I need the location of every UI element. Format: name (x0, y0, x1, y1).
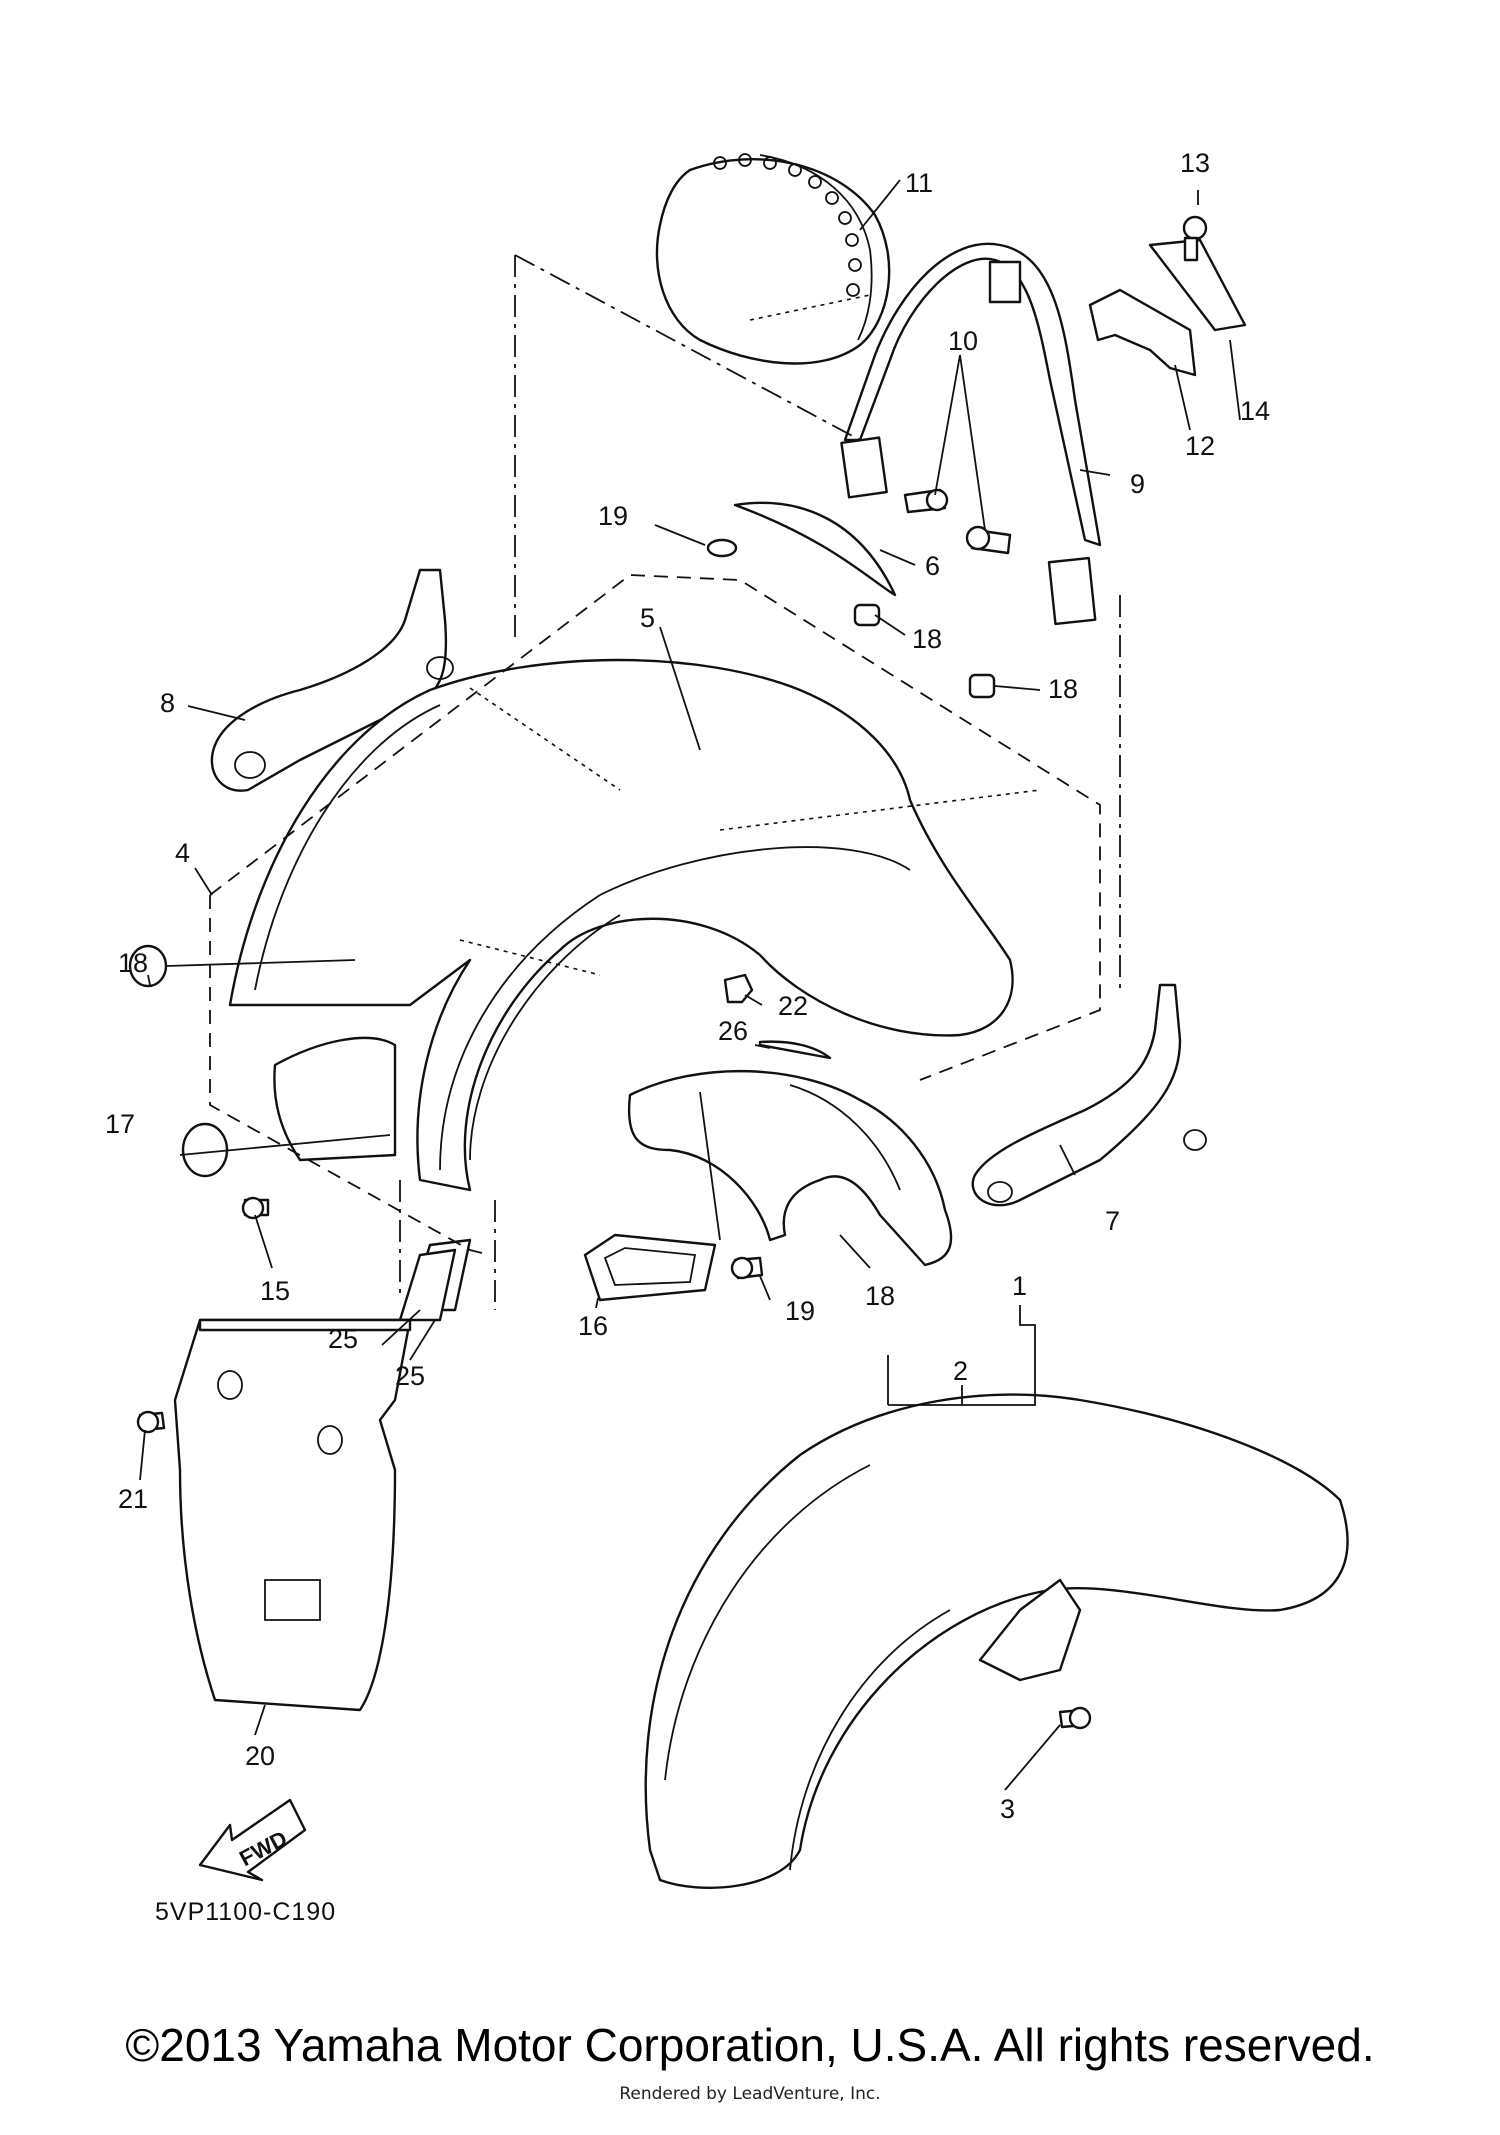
callout-4: 4 (175, 838, 190, 868)
callout-24: 22 (778, 991, 808, 1021)
callout-18c: 18 (118, 948, 148, 978)
callout-1: 1 (1012, 1271, 1027, 1301)
callout-23: 21 (118, 1484, 148, 1514)
stickers-25 (398, 1238, 472, 1322)
callout-19: 19 (598, 501, 628, 531)
backrest-bar (840, 242, 1102, 626)
leader-lines (139, 179, 1241, 1791)
callout-7: 7 (1105, 1206, 1120, 1236)
bracket-assembly (1088, 215, 1247, 377)
callout-11: 11 (905, 168, 933, 198)
callout-12: 12 (1185, 431, 1215, 461)
callout-13: 13 (1180, 148, 1210, 178)
grommet-17 (181, 1122, 229, 1178)
grommets-18 (128, 603, 996, 988)
callout-20: 18 (865, 1281, 895, 1311)
callout-17: 17 (105, 1109, 135, 1139)
washer-19 (706, 538, 738, 558)
callout-15: 15 (260, 1276, 290, 1306)
callout-9: 9 (1130, 469, 1145, 499)
callout-8: 8 (160, 688, 175, 718)
callout-25b: 25 (395, 1361, 425, 1391)
rear-fender (228, 658, 1014, 1192)
callout-5: 5 (640, 603, 655, 633)
callout-22: 20 (245, 1741, 275, 1771)
side-rail-left (210, 568, 448, 792)
rendered-by-credit: Rendered by LeadVenture, Inc. (619, 2084, 881, 2104)
side-cover (173, 1318, 412, 1712)
callout-2: 2 (953, 1356, 968, 1386)
fender-emblem (733, 501, 897, 597)
callouts: 11 13 14 12 9 10 6 19 5 18 18 8 4 18 17 … (105, 148, 1270, 1824)
callout-26: 26 (718, 1016, 748, 1046)
assembly-outlines (209, 254, 1121, 1310)
callout-18a: 18 (912, 624, 942, 654)
clip-24 (723, 973, 754, 1004)
callout-6: 6 (925, 551, 940, 581)
callout-10: 10 (948, 326, 978, 356)
reflector (583, 1233, 717, 1302)
bolts-10 (903, 488, 1012, 555)
callout-18b: 18 (1048, 674, 1078, 704)
callout-21: 19 (785, 1296, 815, 1326)
callout-3: 3 (1000, 1794, 1015, 1824)
callout-14: 14 (1240, 396, 1270, 426)
inner-fender (627, 1069, 953, 1267)
front-fender (644, 1393, 1349, 1889)
callout-25a: 25 (328, 1324, 358, 1354)
callout-16: 16 (578, 1311, 608, 1341)
copyright-notice: ©2013 Yamaha Motor Corporation, U.S.A. A… (125, 2019, 1375, 2071)
backrest-pad (655, 153, 891, 365)
strip-26 (758, 1040, 832, 1060)
diagram-code: 5VP1100-C190 (155, 1898, 336, 1926)
side-rail-right (971, 983, 1182, 1207)
fwd-arrow: FWD (198, 1798, 307, 1882)
